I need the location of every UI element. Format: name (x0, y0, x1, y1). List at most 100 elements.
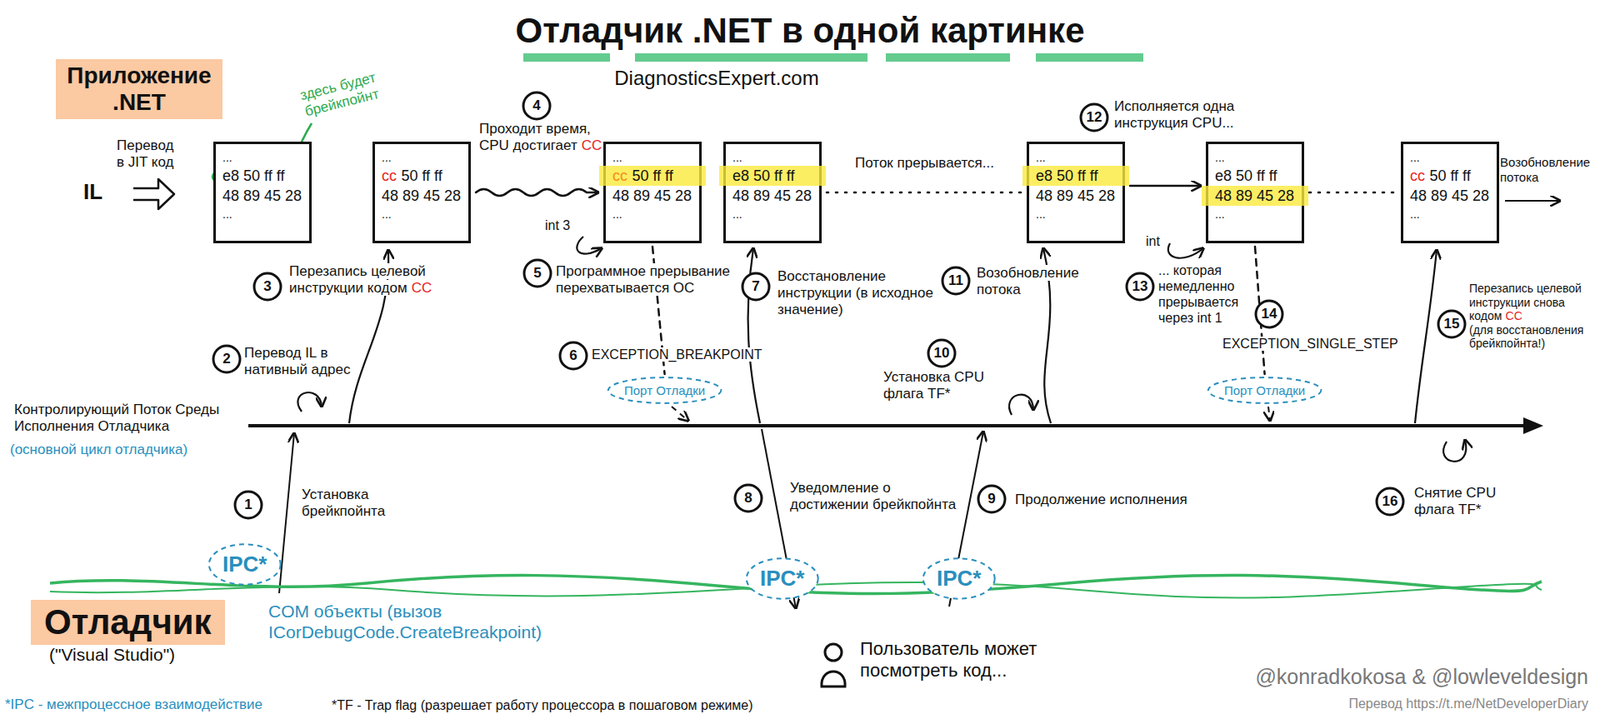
ipc-channel: IPC* (745, 555, 820, 602)
callout-number: 15 (1436, 309, 1467, 340)
label-group: Контролирующий Поток Среды Исполнения От… (14, 401, 248, 435)
callout-number: 8 (733, 483, 764, 514)
signal-name: EXCEPTION_SINGLE_STEP (1222, 336, 1399, 351)
ellipsis-mark: ... (1215, 150, 1225, 165)
channel-text: IPC* (222, 551, 267, 577)
step-text: Возобновление потока (1500, 155, 1590, 185)
interrupt-curl (576, 236, 602, 255)
callout-number: 2 (211, 344, 242, 375)
step-text: Перезапись целевой инструкции кодом (289, 263, 426, 296)
callout-text: 8 (744, 490, 752, 506)
step-text: Продолжение исполнения (1015, 491, 1188, 508)
ellipsis-mark: ... (732, 207, 743, 221)
ellipsis-mark: ... (732, 150, 743, 165)
label-group: *TF - Trap flag (разрешает работу процес… (331, 698, 754, 715)
dashed-ellipse (923, 558, 995, 599)
code-line: ... (222, 205, 303, 223)
hex-bytes: 48 89 45 28 (222, 187, 302, 205)
label-group: Перезапись целевой инструкции снова кодо… (1469, 281, 1595, 351)
label-group: int 3 (545, 218, 570, 235)
step-text: Уведомление о достижении брейкпойнта (790, 480, 956, 513)
code-line: ... (381, 205, 462, 223)
edge-label-box: Поток прерывается... (855, 155, 995, 172)
label-group: Установка брейкпойнта (301, 486, 402, 520)
callout-number: 7 (740, 271, 771, 302)
api-note: COM объекты (вызов ICorDebugCode.CreateB… (268, 601, 542, 642)
label-group: Установка CPU флага TF* (883, 369, 996, 403)
code-line: e8 50 ff ff (719, 165, 826, 186)
title-underline (523, 53, 610, 62)
callout-number: 12 (1079, 102, 1110, 133)
debugger-name: Отладчик (30, 600, 225, 645)
callout-circle (1080, 104, 1108, 131)
callout-circle (523, 92, 550, 120)
ellipsis-mark: ... (1410, 207, 1420, 221)
dashed-ellipse (608, 377, 722, 404)
channel-text: IPC* (760, 565, 805, 591)
loop-arrow (1443, 440, 1466, 462)
code-line: ... (1035, 205, 1116, 223)
code-memory-box: ...e8 50 ff ff48 89 45 28... (213, 141, 312, 244)
callout-circle (1376, 488, 1404, 515)
callout-text: 3 (263, 278, 271, 295)
code-line: cc50 ff ff (381, 165, 462, 186)
callout-number: 9 (976, 484, 1007, 515)
signal-name: EXCEPTION_BREAKPOINT (591, 347, 763, 362)
callout-text: 15 (1444, 315, 1460, 332)
callout-circle (524, 260, 551, 287)
callout-circle (254, 273, 281, 300)
footnote: *TF - Trap flag (разрешает работу процес… (331, 698, 754, 713)
thread-arrowhead (1523, 417, 1544, 435)
hex-bytes: 48 89 45 28 (1035, 187, 1115, 205)
code-line: 48 89 45 28 (222, 185, 303, 206)
code-memory-box: ...e8 50 ff ff48 89 45 28... (1026, 141, 1125, 244)
label-group: EXCEPTION_SINGLE_STEP (1222, 336, 1399, 353)
label-group: IL (83, 179, 103, 205)
step-text: Программное прерывание перехватывается О… (555, 263, 730, 296)
callout-circle (1438, 310, 1465, 338)
step-text: ... которая немедленно прерывается через… (1158, 263, 1239, 325)
label-group: Исполняется одна инструкция CPU... (1114, 98, 1263, 132)
callout-circle (742, 273, 770, 300)
label-group: @konradkokosa & @lowleveldesign (1166, 665, 1589, 690)
credit: Перевод https://t.me/NetDeveloperDiary (1348, 696, 1589, 711)
callout-circle (235, 491, 262, 519)
code-line: cc50 ff ff (599, 165, 706, 186)
code-line: 48 89 45 28 (1201, 185, 1309, 206)
code-line: e8 50 ff ff (222, 165, 303, 186)
hex-bytes: e8 50 ff ff (1035, 167, 1098, 185)
callout-text: 12 (1086, 109, 1103, 125)
step-text: Пользователь может посмотреть код... (860, 638, 1037, 681)
label-group: *IPC - межпроцессное взаимодействие (5, 696, 263, 714)
code-highlight: CC (411, 280, 433, 296)
hex-bytes: 48 89 45 28 (1410, 187, 1490, 205)
port-arrow (1268, 406, 1270, 421)
callout-number: 14 (1254, 299, 1285, 330)
hex-bytes: e8 50 ff ff (222, 167, 285, 185)
debugger-patch: Отладчик("Visual Studio") (30, 600, 225, 665)
annotation: здесь будет брейкпойнт (298, 69, 381, 120)
ellipsis-mark: ... (612, 207, 623, 221)
resume-arrow (1505, 200, 1560, 202)
ellipsis-mark: ... (381, 150, 392, 165)
ellipsis-mark: ... (381, 207, 392, 221)
dashed-ellipse (209, 544, 281, 585)
footnote: *IPC - межпроцессное взаимодействие (5, 696, 263, 713)
code-line: e8 50 ff ff (1215, 165, 1295, 186)
callout-number: 13 (1125, 271, 1155, 302)
app-name: Приложение .NET (62, 62, 216, 116)
callout-number: 1 (233, 490, 264, 520)
callout-text: 6 (569, 347, 577, 364)
credit: @konradkokosa & @lowleveldesign (1255, 665, 1589, 689)
code-line: ... (1215, 205, 1295, 223)
step-text: Исполняется одна инструкция CPU... (1114, 98, 1235, 131)
code-line: 48 89 45 28 (612, 185, 693, 206)
code-memory-box: ...e8 50 ff ff48 89 45 28... (723, 141, 822, 244)
title-underline (1035, 53, 1144, 62)
label-group: Пользователь может посмотреть код... (860, 638, 1094, 682)
hex-bytes: cc (381, 167, 397, 185)
code-memory-box: ...e8 50 ff ff48 89 45 28... (1205, 141, 1305, 244)
callout-text: 16 (1382, 493, 1399, 510)
code-line: ... (732, 205, 813, 223)
